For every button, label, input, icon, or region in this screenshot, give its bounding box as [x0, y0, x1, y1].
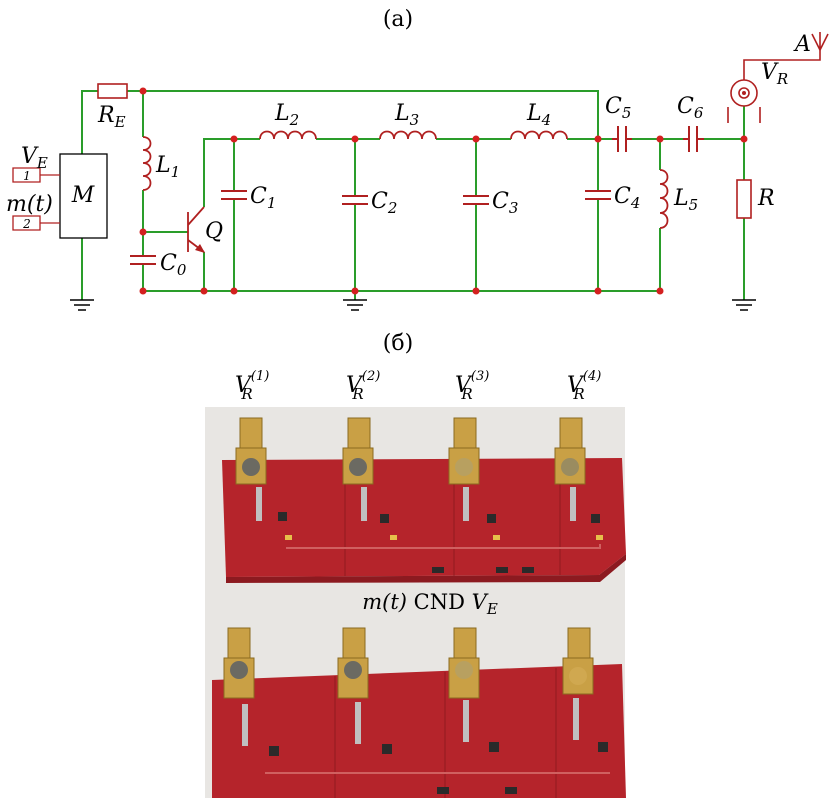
q-label: Q: [205, 219, 223, 244]
connector-faces-upper: [242, 458, 579, 476]
inductor-l3: [379, 130, 437, 140]
circuit-nodes: [139, 87, 748, 295]
panel-b-label: (б): [383, 331, 413, 356]
c0-label: C0: [160, 251, 187, 279]
inductors-series: [259, 130, 568, 140]
l5-label: L5: [673, 186, 698, 214]
c4-label: C4: [614, 184, 640, 212]
capacitor-c2: [342, 195, 368, 205]
l3-label: L3: [394, 101, 419, 129]
ground-icon: [70, 299, 756, 311]
c2-label: C2: [371, 189, 397, 217]
pcb-board-upper: [222, 458, 626, 583]
transistor-q: [187, 206, 205, 253]
connector-faces-lower: [230, 661, 587, 685]
capacitor-c1: [221, 190, 247, 200]
emitter-arrow-icon: [195, 244, 205, 253]
output-vr3-label: V(3)R: [455, 369, 489, 403]
resistor-re: [97, 83, 128, 99]
capacitor-c4: [585, 190, 611, 200]
inductor-l2: [259, 130, 317, 140]
inductor-l4: [510, 130, 568, 140]
c3-label: C3: [492, 189, 518, 217]
capacitor-c3: [463, 195, 489, 205]
r-label: R: [757, 186, 775, 211]
ve-input-label: VE: [21, 144, 48, 172]
output-vr4-label: V(4)R: [567, 369, 601, 403]
mt-input-label: m(t): [6, 192, 53, 217]
inductor-l1: [142, 136, 152, 191]
re-label: RE: [97, 103, 126, 131]
inductor-l5: [659, 169, 669, 229]
output-labels: V(1)R V(2)R V(3)R V(4)R: [235, 369, 601, 403]
output-vr2-label: V(2)R: [346, 369, 380, 403]
c1-label: C1: [250, 184, 276, 212]
l1-label: L1: [155, 153, 180, 181]
pin-1-label: 1: [23, 169, 31, 183]
l2-label: L2: [274, 101, 299, 129]
antenna-icon: [811, 32, 829, 51]
panel-a-label: (a): [383, 7, 413, 32]
resistor-r: [736, 179, 752, 219]
pin-2-label: 2: [22, 217, 31, 231]
input-pins: [12, 167, 60, 231]
c5-label: C5: [605, 94, 631, 122]
c6-label: C6: [677, 94, 704, 122]
modulator-block: [59, 153, 108, 239]
capacitor-c0: [130, 255, 156, 265]
pcb-board-lower: [212, 664, 626, 798]
modulator-label: M: [71, 183, 95, 208]
coax-lead: [743, 50, 821, 80]
capacitor-c5: [617, 126, 627, 152]
capacitor-c6: [688, 126, 698, 152]
output-vr1-label: V(1)R: [235, 369, 269, 403]
vr-label: VR: [761, 60, 788, 88]
l4-label: L4: [526, 101, 551, 129]
board-caption: m(t) CND VE: [362, 590, 498, 618]
antenna-label: A: [793, 32, 811, 57]
shunt-capacitors: [221, 190, 611, 205]
